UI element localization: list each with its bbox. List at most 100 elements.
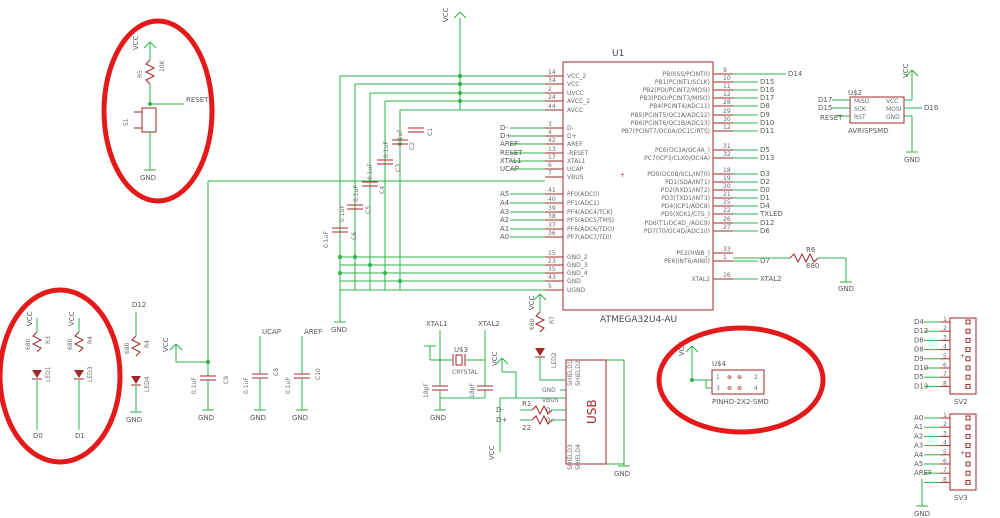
mcu-u1: U1 ATMEGA32U4-AU + 14VCC_234VCC2UVCC24AV… (500, 49, 783, 325)
mcu-pin-name: PE6(INT6/AIN0) (664, 258, 710, 265)
mcu-pin-name: PE2(HWB_) (677, 250, 710, 257)
mcu-net-label: D0 (760, 186, 770, 194)
sv-net-label: D12 (914, 327, 928, 335)
mcu-pin-num: 39 (548, 205, 556, 212)
sv-pin-box (965, 443, 971, 449)
mcu-pin-num: 2 (548, 86, 552, 93)
cap-c2: 0.1uF C2 (383, 139, 416, 158)
sv-pin-box (965, 461, 971, 467)
sv-pin-num: 7 (943, 371, 947, 378)
cap-c4: 0.1uF C4 (353, 181, 386, 202)
mcu-pin-num: 33 (723, 246, 731, 253)
mcu-pin-num: 36 (548, 230, 556, 237)
cap-c9: VCC 0.1uF C9 GND (162, 337, 230, 422)
svg-text:VCC: VCC (132, 35, 140, 50)
pinhd-header: VCC U$4 1 2 3 4 ⊗ ⊗ ⊗ ⊗ PINHD-2X2-SMD (678, 341, 769, 406)
mcu-pin-num: 28 (723, 99, 731, 106)
svg-text:⊗: ⊗ (727, 374, 732, 381)
mcu-net-label: UCAP (500, 165, 519, 173)
svg-text:0.1uF: 0.1uF (383, 141, 390, 158)
sv-pin-num: 8 (943, 476, 947, 483)
svg-text:GND: GND (198, 414, 214, 422)
svg-text:R7: R7 (549, 316, 556, 324)
mcu-pin-num: 17 (548, 154, 556, 161)
highlight-ring-leds (0, 287, 123, 465)
svg-text:GND: GND (914, 510, 930, 518)
svg-text:GND: GND (904, 156, 920, 164)
mcu-pin-name: PF7(ADC7/TDI) (567, 234, 611, 241)
svg-text:D17: D17 (818, 96, 832, 104)
sv-net-label: D6 (914, 336, 924, 344)
mcu-pin-num: 11 (723, 83, 731, 90)
svg-text:LED3: LED3 (87, 366, 94, 382)
svg-text:+: + (960, 450, 965, 457)
svg-text:GND: GND (430, 414, 446, 422)
mcu-net-label: D7 (760, 257, 770, 265)
svg-text:GND: GND (140, 174, 156, 182)
mcu-net-label: XTAL2 (760, 275, 782, 283)
mcu-pin-num: 23 (548, 258, 556, 265)
mcu-pin-num: 10 (723, 75, 731, 82)
sv-pin-num: 8 (943, 380, 947, 387)
svg-text:XTAL2: XTAL2 (478, 320, 500, 328)
mcu-net-label: D5 (760, 146, 770, 154)
mcu-net-label: RESET (500, 149, 523, 157)
sv-pin-box (965, 433, 971, 439)
svg-text:S1: S1 (123, 118, 130, 126)
mcu-net-label: D16 (760, 86, 775, 94)
mcu-pin-num: 27 (723, 224, 731, 231)
led-d0: VCC 680 R3 LED1 D0 (25, 311, 52, 440)
sv-pin-num: 3 (943, 334, 947, 341)
mcu-pin-name: PC7(ICP3/CLK0/OC4A) (644, 155, 710, 162)
mcu-pin-name: GND_3 (567, 262, 588, 269)
svg-text:C1: C1 (427, 128, 434, 136)
mcu-pin-num: 20 (723, 183, 731, 190)
svg-text:AREF: AREF (304, 328, 322, 336)
svg-text:R3: R3 (45, 336, 52, 344)
svg-text:CRYSTAL: CRYSTAL (452, 369, 479, 376)
svg-text:+: + (620, 172, 625, 179)
svg-text:R6: R6 (806, 246, 816, 254)
svg-text:PINHD-2X2-SMD: PINHD-2X2-SMD (712, 398, 769, 406)
svg-text:VCC: VCC (678, 341, 686, 356)
sv-net-label: D5 (914, 373, 924, 381)
sv-net-label: A4 (914, 451, 924, 459)
mcu-pin-name: PB2(PDI/PCINT2/MOSI) (643, 87, 710, 94)
cap-c8: UCAP 0.1uF C8 GND (243, 328, 281, 422)
sv-net-label: D8 (914, 346, 924, 354)
mcu-pin-num: 15 (548, 250, 556, 257)
svg-text:U$3: U$3 (454, 346, 468, 354)
svg-text:680: 680 (124, 342, 131, 354)
sv-pin-num: 2 (943, 325, 947, 332)
svg-text:0.1uF: 0.1uF (323, 231, 330, 248)
mcu-pin-num: 3 (548, 121, 552, 128)
mcu-pin-name: UCAP (567, 166, 584, 173)
sv-pin-num: 1 (943, 412, 947, 419)
mcu-net-label: D3 (760, 170, 770, 178)
svg-text:0.1uF: 0.1uF (285, 377, 292, 394)
svg-text:GND: GND (838, 285, 854, 293)
mcu-pin-name: PD0(OC0B/SCL/INT0) (647, 171, 710, 178)
gnd-bus-label: GND (331, 326, 347, 334)
mcu-net-label: D2 (760, 178, 770, 186)
svg-text:0.1uF: 0.1uF (353, 185, 360, 202)
mcu-net-label: A0 (500, 233, 509, 241)
svg-text:D-: D- (546, 407, 553, 414)
svg-text:3: 3 (716, 385, 720, 392)
cap-c10: AREF 0.1uF C10 GND (285, 328, 322, 422)
sv-pin-box (965, 470, 971, 476)
sv-pin-num: 5 (943, 449, 947, 456)
mcu-pin-name: PD4(ICP1/ADC8) (661, 203, 710, 210)
sv-pin-box (965, 356, 971, 362)
mcu-pin-name: PF6(ADC6/TDO) (567, 226, 614, 233)
mcu-net-label: D6 (760, 227, 770, 235)
reset-net-label: RESET (186, 96, 209, 104)
svg-text:GND: GND (126, 416, 142, 424)
svg-text:D-: D- (496, 406, 504, 414)
svg-text:D0: D0 (33, 432, 43, 440)
mcu-pin-name: AVCC (567, 107, 583, 114)
sv-pin-num: 6 (943, 458, 947, 465)
svg-text:VCC: VCC (488, 445, 496, 460)
svg-text:C10: C10 (315, 368, 322, 380)
mcu-pin-name: PB5(PCINT5/OC1A/ADC12) (631, 112, 710, 119)
